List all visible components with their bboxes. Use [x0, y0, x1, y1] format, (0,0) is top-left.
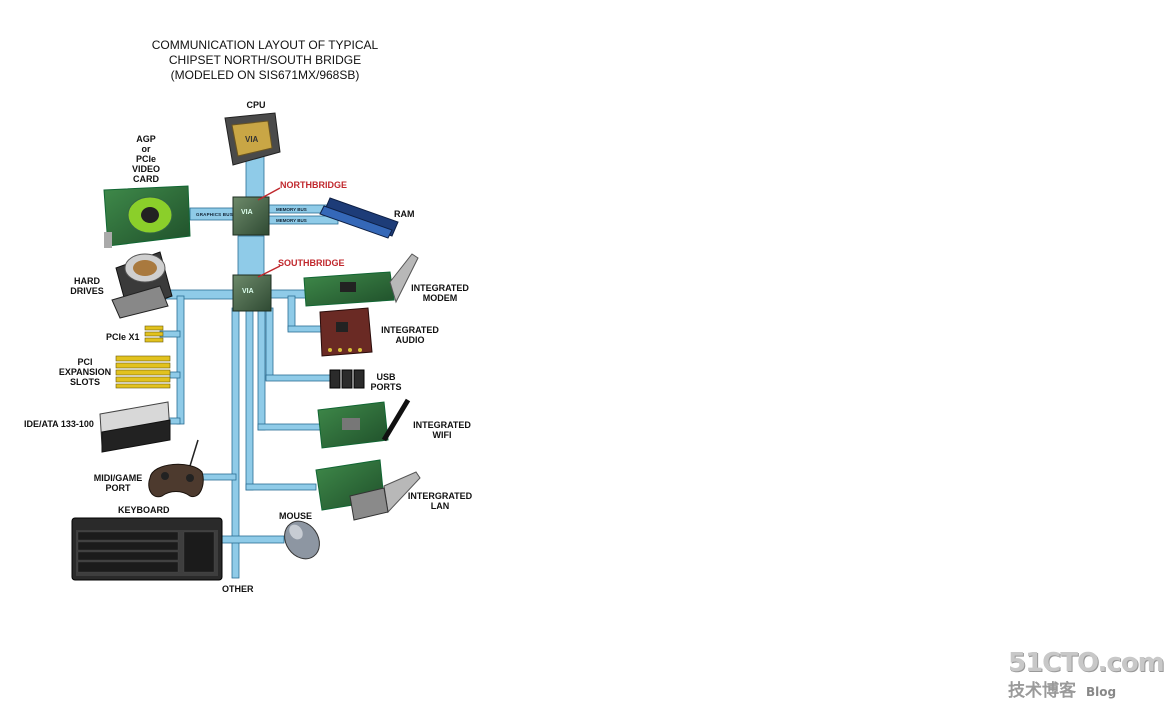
modem-card-image	[303, 253, 419, 307]
watermark-cn: 技术博客 Blog	[1008, 676, 1164, 701]
usb-ports-image	[329, 369, 365, 389]
diagram-title: COMMUNICATION LAYOUT OF TYPICAL CHIPSET …	[120, 38, 410, 83]
usb-bus	[265, 374, 331, 382]
watermark-blog: Blog	[1086, 685, 1117, 699]
video-card-image	[103, 185, 191, 248]
wifi-vertical	[257, 307, 266, 431]
audio-vertical	[287, 295, 296, 331]
lan-line-1: INTERGRATED	[407, 491, 473, 501]
keyboard-image	[71, 517, 223, 581]
ram-label: RAM	[394, 209, 415, 219]
watermark: 51CTO.com 技术博客 Blog	[1008, 648, 1164, 701]
audio-bus	[287, 325, 323, 333]
pcie-x1-label: PCIe X1	[106, 332, 140, 342]
agp-line-2: or	[141, 144, 151, 154]
hard-drive-image	[111, 251, 173, 319]
midi-line-1: MIDI/GAME	[93, 473, 143, 483]
northbridge-label: NORTHBRIDGE	[280, 180, 347, 190]
agp-line-5: CARD	[133, 174, 159, 184]
audio-line-1: INTEGRATED	[381, 325, 439, 335]
southbridge-pointer	[257, 265, 281, 278]
midi-line-2: PORT	[105, 483, 131, 493]
northbridge-pointer	[257, 187, 281, 201]
wifi-label: INTEGRATED WIFI	[410, 420, 474, 440]
title-line-3: (MODELED ON SIS671MX/968SB)	[170, 68, 360, 82]
lan-bus	[245, 483, 317, 491]
title-line-1: COMMUNICATION LAYOUT OF TYPICAL	[151, 38, 379, 52]
keyboard-label: KEYBOARD	[118, 505, 170, 515]
ram-image	[319, 197, 399, 239]
northbridge-chip: VIA	[232, 196, 270, 236]
memory-bus-label-1: MEMORY BUS	[276, 207, 307, 212]
left-vertical	[176, 295, 185, 425]
graphics-bus-label: GRAPHICS BUS	[196, 212, 233, 217]
svg-text:VIA: VIA	[245, 135, 259, 144]
usb-line-2: PORTS	[370, 382, 402, 392]
ide-label: IDE/ATA 133-100	[24, 419, 94, 429]
svg-text:VIA: VIA	[242, 288, 254, 295]
title-line-2: CHIPSET NORTH/SOUTH BRIDGE	[168, 53, 362, 67]
wifi-bus	[257, 423, 321, 431]
lan-card-image	[315, 459, 421, 521]
cpu-label: CPU	[246, 100, 266, 110]
southbridge-chip: VIA	[232, 274, 272, 312]
pci-slots-image	[115, 355, 171, 389]
other-label: OTHER	[222, 584, 254, 594]
hard-drives-label: HARD DRIVES	[64, 276, 110, 296]
wifi-card-image	[317, 398, 411, 449]
bus-lines	[154, 149, 339, 579]
audio-line-2: AUDIO	[395, 335, 425, 345]
usb-line-1: USB	[376, 372, 396, 382]
modem-line-2: MODEM	[422, 293, 458, 303]
midi-game-label: MIDI/GAME PORT	[88, 473, 148, 493]
optical-drive-image	[99, 401, 171, 453]
hdd-line-1: HARD	[74, 276, 100, 286]
wifi-line-1: INTEGRATED	[413, 420, 471, 430]
lan-label: INTERGRATED LAN	[404, 491, 476, 511]
agp-line-4: VIDEO	[131, 164, 160, 174]
gamepad-image	[148, 439, 204, 498]
cpu-chip: VIA	[224, 112, 281, 166]
watermark-cn-text: 技术博客	[1008, 681, 1076, 701]
pci-branch	[169, 371, 181, 379]
modem-label: INTEGRATED MODEM	[408, 283, 472, 303]
usb-label: USB PORTS	[366, 372, 406, 392]
lan-vertical	[245, 307, 254, 491]
audio-card-image	[319, 307, 373, 357]
southbridge-label: SOUTHBRIDGE	[278, 258, 345, 268]
pci-line-2: EXPANSION	[58, 367, 112, 377]
agp-line-1: AGP	[136, 134, 156, 144]
mouse-image	[284, 520, 320, 560]
pcie-x1-slots-image	[144, 325, 164, 343]
mouse-label: MOUSE	[279, 511, 313, 521]
lan-line-2: LAN	[430, 501, 450, 511]
memory-bus-label-2: MEMORY BUS	[276, 218, 307, 223]
pci-line-1: PCI	[77, 357, 93, 367]
svg-text:VIA: VIA	[241, 209, 253, 216]
audio-label: INTEGRATED AUDIO	[378, 325, 442, 345]
nb-sb-bus	[237, 235, 265, 277]
pci-slots-label: PCI EXPANSION SLOTS	[50, 357, 120, 387]
pci-line-3: SLOTS	[69, 377, 100, 387]
hdd-line-2: DRIVES	[70, 286, 104, 296]
watermark-site: 51CTO.com	[1008, 648, 1164, 678]
wifi-line-2: WIFI	[432, 430, 452, 440]
usb-vertical	[265, 307, 274, 381]
mouse-keyboard-bus	[219, 535, 285, 544]
modem-line-1: INTEGRATED	[411, 283, 469, 293]
agp-label: AGP or PCIe VIDEO CARD	[126, 134, 166, 184]
agp-line-3: PCIe	[135, 154, 156, 164]
